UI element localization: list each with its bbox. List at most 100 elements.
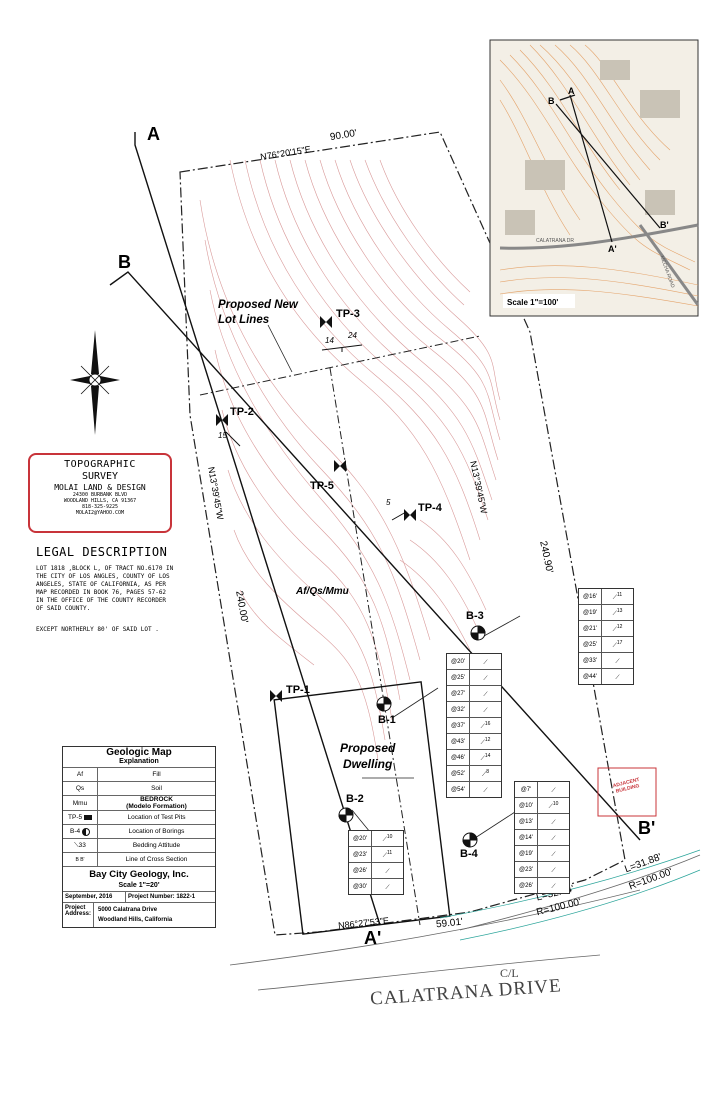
dip-value: 17 (616, 639, 623, 646)
attitude-depth: @27' (447, 686, 470, 701)
strike-dip-icon: ⟋ (551, 787, 556, 794)
attitude-depth: @20' (447, 654, 470, 669)
attitude-row: @52'⟋8 (447, 766, 501, 782)
boring-icon (81, 827, 90, 836)
inset-label-A-prime: A' (608, 244, 617, 254)
attitude-symbol: ⟋ (602, 656, 633, 666)
attitude-symbol: ⟋13 (602, 608, 633, 618)
strike-dip-icon: ⟋ (551, 867, 556, 874)
attitude-row: @10'⟋10 (515, 798, 569, 814)
legend-title: Geologic Map (106, 747, 172, 758)
strike-dip-icon: ⟋ (480, 723, 485, 730)
attitude-row: @25'⟋ (447, 670, 501, 686)
attitude-symbol: ⟋14 (470, 753, 501, 763)
strike-dip-icon: ⟋ (480, 739, 485, 746)
dip-value: 11 (387, 849, 393, 856)
inset-label-B: B (548, 96, 555, 106)
company-name: Bay City Geology, Inc. (89, 869, 189, 880)
strike-dip-icon: ⟋ (382, 836, 387, 843)
attitude-depth: @52' (447, 766, 470, 781)
dip-value: 8 (486, 768, 489, 775)
attitude-depth: @14' (515, 830, 538, 845)
legend-row: TP-5 Location of Test Pits (63, 811, 215, 825)
attitude-symbol: ⟋ (538, 849, 569, 859)
attitude-row: @54'⟋ (447, 782, 501, 797)
dip-label: 15 (218, 431, 227, 440)
legend-date: September, 2016 (63, 892, 126, 902)
attitude-symbol: ⟋10 (538, 801, 569, 811)
attitude-symbol: ⟋11 (602, 592, 633, 602)
strike-dip-icon: ⟋ (551, 883, 556, 890)
attitude-depth: @26' (349, 863, 372, 878)
attitude-depth: @30' (349, 879, 372, 894)
attitude-depth: @23' (515, 862, 538, 877)
attitude-row: @26' ⟋ (515, 878, 569, 893)
survey-title-block: TOPOGRAPHIC SURVEY MOLAI LAND & DESIGN 2… (28, 453, 172, 533)
test-pit-label: TP-2 (230, 406, 254, 418)
legend-subtitle: Explanation (63, 758, 215, 768)
attitude-row: @43'⟋12 (447, 734, 501, 750)
boring-icons (338, 625, 486, 848)
attitude-symbol: ⟋ (372, 866, 403, 876)
attitude-symbol: ⟋ (470, 673, 501, 683)
centerline-label: C/L (500, 966, 519, 980)
attitude-row: @27'⟋ (447, 686, 501, 702)
dip-value: 13 (616, 607, 623, 614)
dip-label: 5 (386, 498, 391, 507)
attitude-depth: @19' (579, 605, 602, 620)
attitude-row: @32'⟋ (447, 702, 501, 718)
strike-dip-icon: ⟋ (551, 835, 556, 842)
attitude-depth: @25' (447, 670, 470, 685)
vicinity-inset-map (489, 39, 700, 317)
title-line1: TOPOGRAPHIC (64, 459, 136, 470)
attitude-symbol: ⟋ (538, 881, 569, 891)
attitude-symbol: ⟋8 (470, 769, 501, 779)
dip-value: 12 (616, 623, 623, 630)
attitude-row: @23' ⟋11 (349, 847, 403, 863)
attitude-symbol: ⟋ (470, 705, 501, 715)
attitude-depth: @21' (579, 621, 602, 636)
dip-value: 14 (484, 752, 491, 759)
section-label-A: A (147, 124, 160, 144)
title-phone: 818-325-9225 (81, 504, 119, 510)
attitude-symbol: ⟋ (470, 785, 501, 795)
boring-B3-attitudes: @16'⟋11@19'⟋13@21'⟋12@25'⟋17@33'⟋@44'⟋ (578, 588, 634, 685)
section-label-A-prime: A' (364, 928, 382, 948)
title-addr1: 24300 BURBANK BLVD (72, 492, 128, 498)
dip-value: 11 (617, 591, 623, 598)
strike-dip-icon: ⟋ (612, 610, 617, 617)
attitude-depth: @13' (515, 814, 538, 829)
attitude-symbol: ⟋12 (602, 624, 633, 634)
topographic-contours (199, 159, 501, 761)
boring-label: B-2 (346, 793, 364, 805)
inset-scale: Scale 1"=100' (507, 298, 559, 307)
attitude-depth: @26' (515, 878, 538, 893)
test-pit-label: TP-5 (310, 480, 334, 492)
strike-dip-icon: ⟋ (382, 852, 387, 859)
attitude-row: @23' ⟋ (515, 862, 569, 878)
attitude-depth: @43' (447, 734, 470, 749)
attitude-depth: @7' (515, 782, 538, 797)
attitude-row: @26'⟋ (349, 863, 403, 879)
bedding-attitude-icon: ⟍ (74, 841, 79, 849)
test-pit-icons (216, 316, 416, 702)
property-boundary (179, 131, 626, 936)
section-label-B: B (118, 252, 131, 272)
dip-value: 10 (386, 833, 393, 840)
attitude-depth: @32' (447, 702, 470, 717)
attitude-row: @33'⟋ (579, 653, 633, 669)
attitude-depth: @16' (579, 589, 602, 604)
cross-section-A (134, 132, 381, 926)
dip-label: 14 (325, 336, 334, 345)
project-address1: 5000 Calatrana Drive (98, 907, 158, 913)
strike-dip-icon: ⟋ (612, 594, 617, 601)
attitude-depth: @25' (579, 637, 602, 652)
strike-dip-icon: ⟋ (548, 803, 553, 810)
attitude-depth: @23' (349, 847, 372, 862)
inset-street1: CALATRANA DR (536, 238, 574, 244)
attitude-row: @20'⟋10 (349, 831, 403, 847)
